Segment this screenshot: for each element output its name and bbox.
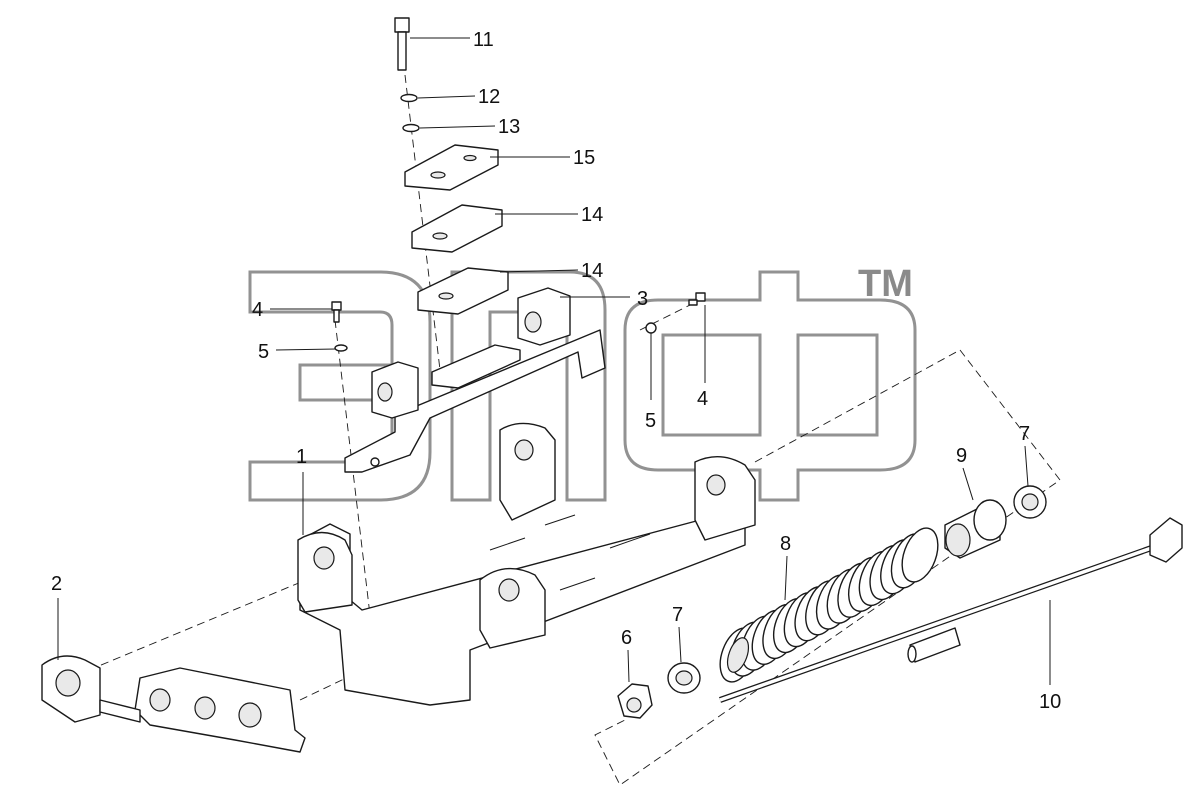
part-4-bolt-right — [688, 292, 706, 306]
callout-5-right: 5 — [645, 410, 656, 432]
callout-labels: 11 12 13 15 14 14 3 4 5 4 5 1 2 9 7 8 7 … — [51, 29, 1061, 713]
callout-10: 10 — [1039, 691, 1061, 713]
callout-14-lower: 14 — [581, 260, 603, 282]
callout-8: 8 — [780, 533, 791, 555]
part-5-washer-left — [334, 344, 348, 352]
part-7-washer-left — [667, 662, 701, 694]
callout-9: 9 — [956, 445, 967, 467]
callout-11: 11 — [473, 29, 494, 51]
watermark-tm-mark: TM — [858, 263, 913, 305]
part-13-washer — [402, 123, 420, 133]
callout-3: 3 — [637, 288, 648, 310]
callout-4-right: 4 — [697, 388, 708, 410]
part-2-hinge-bracket — [41, 655, 306, 753]
spring-end-opening — [726, 637, 750, 673]
part-9-bushing — [944, 499, 1007, 559]
spring-coil — [901, 527, 939, 583]
callout-1: 1 — [296, 446, 307, 468]
callout-14-upper: 14 — [581, 204, 603, 226]
part-6-nut — [617, 683, 653, 719]
callout-15: 15 — [573, 147, 595, 169]
part-14-pad-upper — [411, 204, 503, 253]
callout-13: 13 — [498, 116, 520, 138]
part-4-bolt-left — [331, 301, 342, 323]
part-5-washer-right — [645, 322, 657, 334]
callout-4-left: 4 — [252, 299, 263, 321]
part-1-base-frame — [297, 422, 756, 706]
part-8-spring — [719, 527, 939, 683]
part-11-bolt — [394, 17, 410, 71]
part-12-washer — [400, 93, 418, 103]
part-15-clamp-plate — [404, 144, 499, 191]
part-10-long-bolt — [719, 517, 1183, 703]
callout-5-left: 5 — [258, 341, 269, 363]
part-7-washer-right — [1013, 485, 1047, 519]
callout-12: 12 — [478, 86, 500, 108]
callout-7-left: 7 — [672, 604, 683, 626]
part-3-upper-bracket — [344, 287, 606, 473]
part-14-pad-lower — [417, 267, 509, 315]
callout-6: 6 — [621, 627, 632, 649]
callout-2: 2 — [51, 573, 62, 595]
callout-7-right: 7 — [1019, 423, 1030, 445]
leader-lines — [57, 37, 1051, 685]
